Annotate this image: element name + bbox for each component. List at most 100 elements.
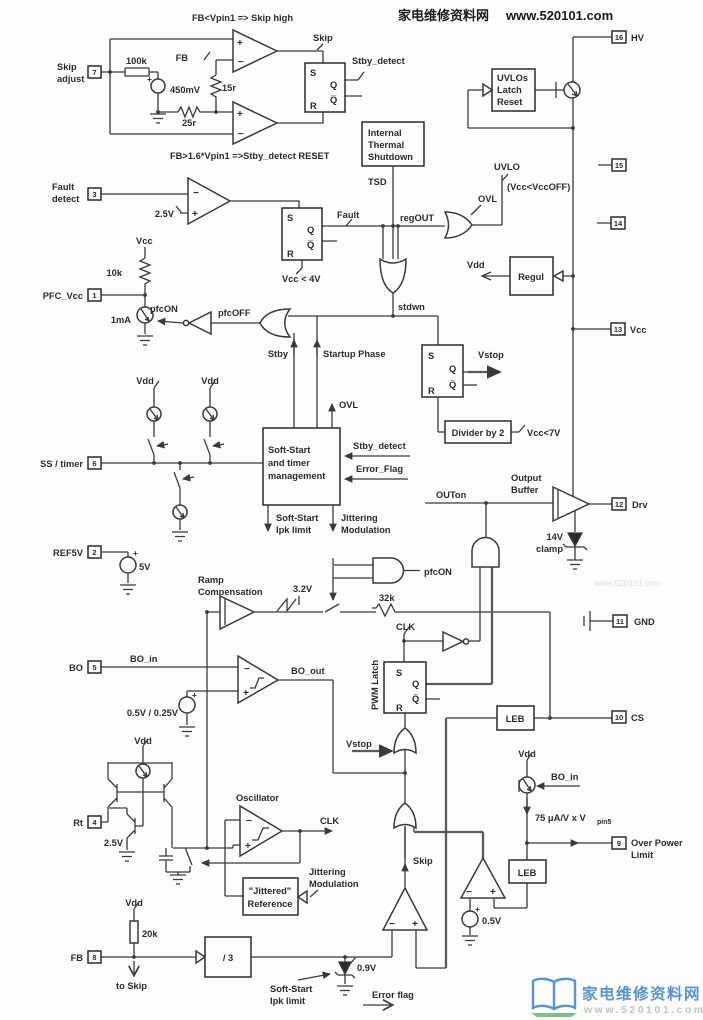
fault-latch (281, 207, 323, 261)
fault-comparator-symbol (187, 176, 232, 226)
ss-line3: management (268, 471, 325, 481)
ramp-waveform-icon (276, 597, 297, 612)
skip-label: Skip (413, 856, 433, 866)
pin1-num: 1 (92, 291, 96, 300)
ovl-label: OVL (339, 400, 358, 410)
vdd-tap-icon (142, 738, 149, 747)
inverter-bubble-icon (182, 319, 190, 327)
outon-and-gate-symbol (471, 536, 500, 568)
pin4-num: 4 (92, 818, 97, 827)
minus-sign: − (246, 816, 252, 827)
ipk-line2: Ipk limit (270, 996, 305, 1006)
ramp-line2: Compensation (198, 587, 263, 597)
minus-sign: − (466, 887, 472, 898)
pin7-num: 7 (92, 68, 96, 77)
outon-label: OUTon (436, 490, 467, 500)
pin12-label: Drv (632, 500, 648, 510)
tsd-label: TSD (368, 177, 387, 187)
jittered-reference-block (242, 877, 299, 916)
switch-blade-icon (147, 438, 155, 456)
switch-control-arrow (181, 473, 195, 482)
pin14-box (610, 216, 626, 230)
ground-symbol (170, 874, 186, 885)
pin4-box (87, 815, 102, 829)
uvlos-line3: Reset (497, 97, 522, 107)
pin8-num: 8 (92, 953, 96, 962)
output-buffer-symbol (552, 485, 591, 523)
pfcon-label: pfcON (424, 567, 452, 577)
stdwn-label: stdwn (398, 302, 425, 312)
resistor-32k-symbol (372, 602, 398, 618)
latch-s: S (310, 68, 316, 78)
pin7-label1: Skip (57, 62, 77, 72)
ovl-label: OVL (478, 194, 497, 204)
fb-tap-icon (203, 51, 211, 61)
skip-tap-icon (316, 43, 324, 51)
thermal-line1: Internal (368, 128, 402, 138)
fb-tap-label: FB (176, 53, 189, 63)
ground-symbol (120, 584, 136, 595)
vdd-label: Vdd (201, 376, 219, 386)
pin5-box (87, 660, 102, 674)
source-05v-label: 0.5V (482, 916, 502, 926)
switch-blade-icon (203, 438, 211, 456)
minus-sign: − (389, 919, 395, 930)
latch-q: Q (330, 80, 337, 90)
current-arrow-icon (175, 506, 185, 519)
pwm-latch-label: PWM Latch (370, 660, 380, 710)
fault-reset-label: Vcc < 4V (282, 274, 321, 284)
leb-label: LEB (518, 868, 537, 878)
soft-start-section: Vdd Vdd Soft-Start and timer management … (136, 376, 410, 542)
hysteresis-icon (252, 827, 269, 841)
pin13-label: Vcc (630, 325, 647, 335)
thermal-uvlo-section: Internal Thermal Shutdown TSD regOUT OVL… (361, 68, 581, 296)
switch-blade-icon (324, 603, 340, 613)
vcc7-label: Vcc<7V (527, 428, 561, 438)
and-gate-wires (332, 558, 420, 579)
pfcoff-label: pfcOFF (218, 308, 251, 318)
uvlo-tap-icon (501, 173, 509, 182)
stdwn-or-gate-symbol (379, 257, 407, 294)
pin3-label1: Fault (52, 182, 74, 192)
regul-label: Regul (518, 272, 544, 282)
stby-detect-label: Stby_detect (353, 441, 406, 451)
vstop-latch (421, 344, 464, 398)
ground-symbol (119, 851, 135, 862)
regul-input-buffer-icon (552, 269, 564, 283)
skip-comparator-symbol (381, 886, 429, 931)
minus-sign: − (193, 188, 199, 199)
resistor-20k-label: 20k (142, 929, 158, 939)
div3-buffer-icon (195, 949, 207, 965)
pfcon-label: pfcON (150, 304, 178, 314)
pin1-label: PFC_Vcc (43, 291, 83, 301)
jit-line1: Jittering (309, 867, 346, 877)
pfcon-and-gate-symbol (372, 557, 405, 584)
pfc-inverter-symbol (187, 310, 212, 336)
latch-q: Q (307, 225, 314, 235)
vdd-label: Vdd (136, 376, 154, 386)
vstop-section: S Q Q̅ R Vstop Divider by 2 Vcc<7V (421, 344, 561, 444)
current-arrow-icon (567, 83, 578, 97)
ground-symbol (337, 985, 353, 996)
uvlo-or-gate-symbol (443, 211, 473, 239)
source-450mv-symbol (150, 78, 166, 94)
source-450mv-label: 450mV (170, 85, 201, 95)
zener-bar-icon (562, 543, 588, 551)
ref5v-section: + 5V (119, 548, 151, 595)
resistor-25r-symbol (177, 105, 203, 119)
current-1ma-label: 1mA (111, 315, 131, 325)
pin15-box (611, 158, 627, 172)
ground-symbol (179, 713, 195, 737)
resistor-32k-label: 32k (379, 593, 395, 603)
error-flag-label: Error_Flag (356, 464, 403, 474)
pin16-label: HV (631, 33, 645, 43)
vdd-tap-icon (526, 752, 533, 761)
pin1-box (87, 288, 102, 302)
resistor-15r-label: 15r (222, 83, 236, 93)
pwm-reset-or-gate-symbol (393, 727, 417, 755)
uvlo-label: UVLO (494, 162, 520, 172)
gnd-cap-icon (583, 611, 591, 631)
pin9-box (611, 836, 627, 850)
opl-comparator-symbol (459, 856, 507, 899)
resistor-10k-label: 10k (106, 268, 122, 278)
